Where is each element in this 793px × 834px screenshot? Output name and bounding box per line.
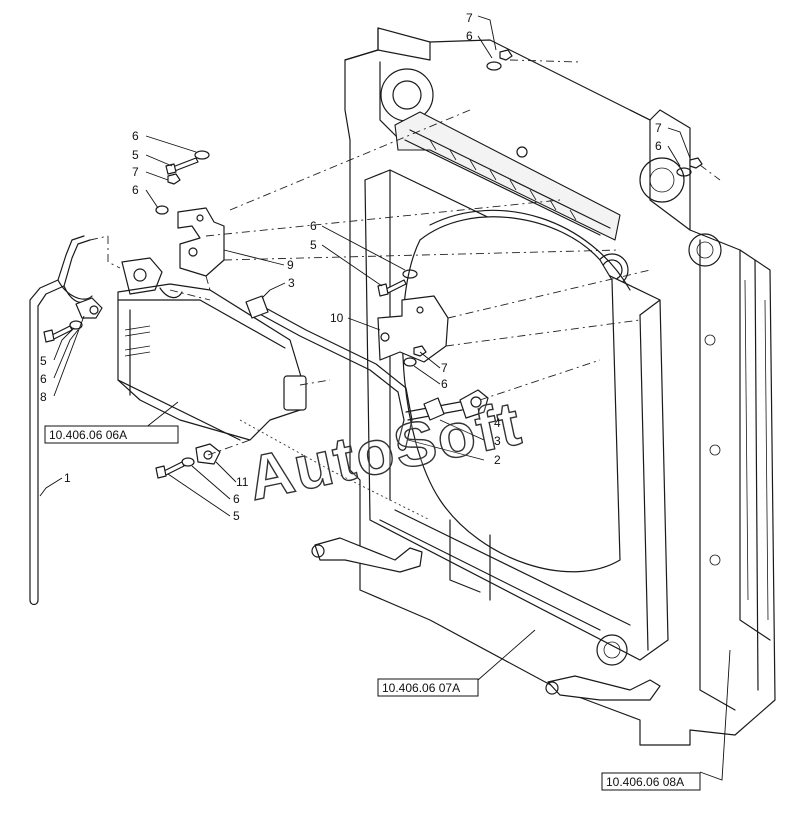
callout-6: 6 [466,29,473,43]
callout-8: 8 [40,390,47,404]
reference-08a[interactable]: 10.406.06 08A [601,772,701,791]
callout-labels: 7 6 7 6 6 5 7 6 9 3 6 5 10 7 6 4 3 2 5 6… [40,11,662,523]
callout-3: 3 [288,276,295,290]
callout-6: 6 [233,492,240,506]
leader-lines [39,15,731,781]
hardware [43,49,703,479]
callout-6: 6 [310,219,317,233]
lower-mounts [311,519,661,701]
callout-6: 6 [441,377,448,391]
callout-7: 7 [466,11,473,25]
assembly-lines [89,59,721,521]
reference-08a-label: 10.406.06 08A [606,775,684,789]
reference-06a[interactable]: 10.406.06 06A [44,425,179,444]
overflow-hose [29,235,93,606]
callout-9: 9 [287,258,294,272]
callout-7: 7 [132,165,139,179]
callout-6: 6 [655,139,662,153]
hose-clip [75,297,103,319]
callout-5: 5 [310,238,317,252]
clamp-11 [195,443,221,465]
callout-7: 7 [655,121,662,135]
reference-06a-label: 10.406.06 06A [49,428,127,442]
callout-5: 5 [132,148,139,162]
fitting-4 [459,389,489,419]
expansion-tank [117,257,307,441]
callout-5: 5 [233,509,240,523]
vent-hose [245,295,463,451]
reference-07a-label: 10.406.06 07A [382,681,460,695]
callout-10: 10 [330,311,344,325]
callout-7: 7 [441,361,448,375]
callout-6: 6 [132,183,139,197]
callout-2: 2 [494,453,501,467]
callout-1: 1 [64,471,71,485]
callout-3: 3 [494,434,501,448]
radiator-top-tank [394,111,629,287]
callout-6: 6 [40,372,47,386]
callout-11: 11 [236,475,249,489]
bracket-10 [377,295,449,363]
callout-4: 4 [494,416,501,430]
bracket-9 [177,207,225,277]
reference-07a[interactable]: 10.406.06 07A [377,678,479,697]
radiator-core [364,169,669,666]
callout-6: 6 [132,129,139,143]
callout-5: 5 [40,354,47,368]
